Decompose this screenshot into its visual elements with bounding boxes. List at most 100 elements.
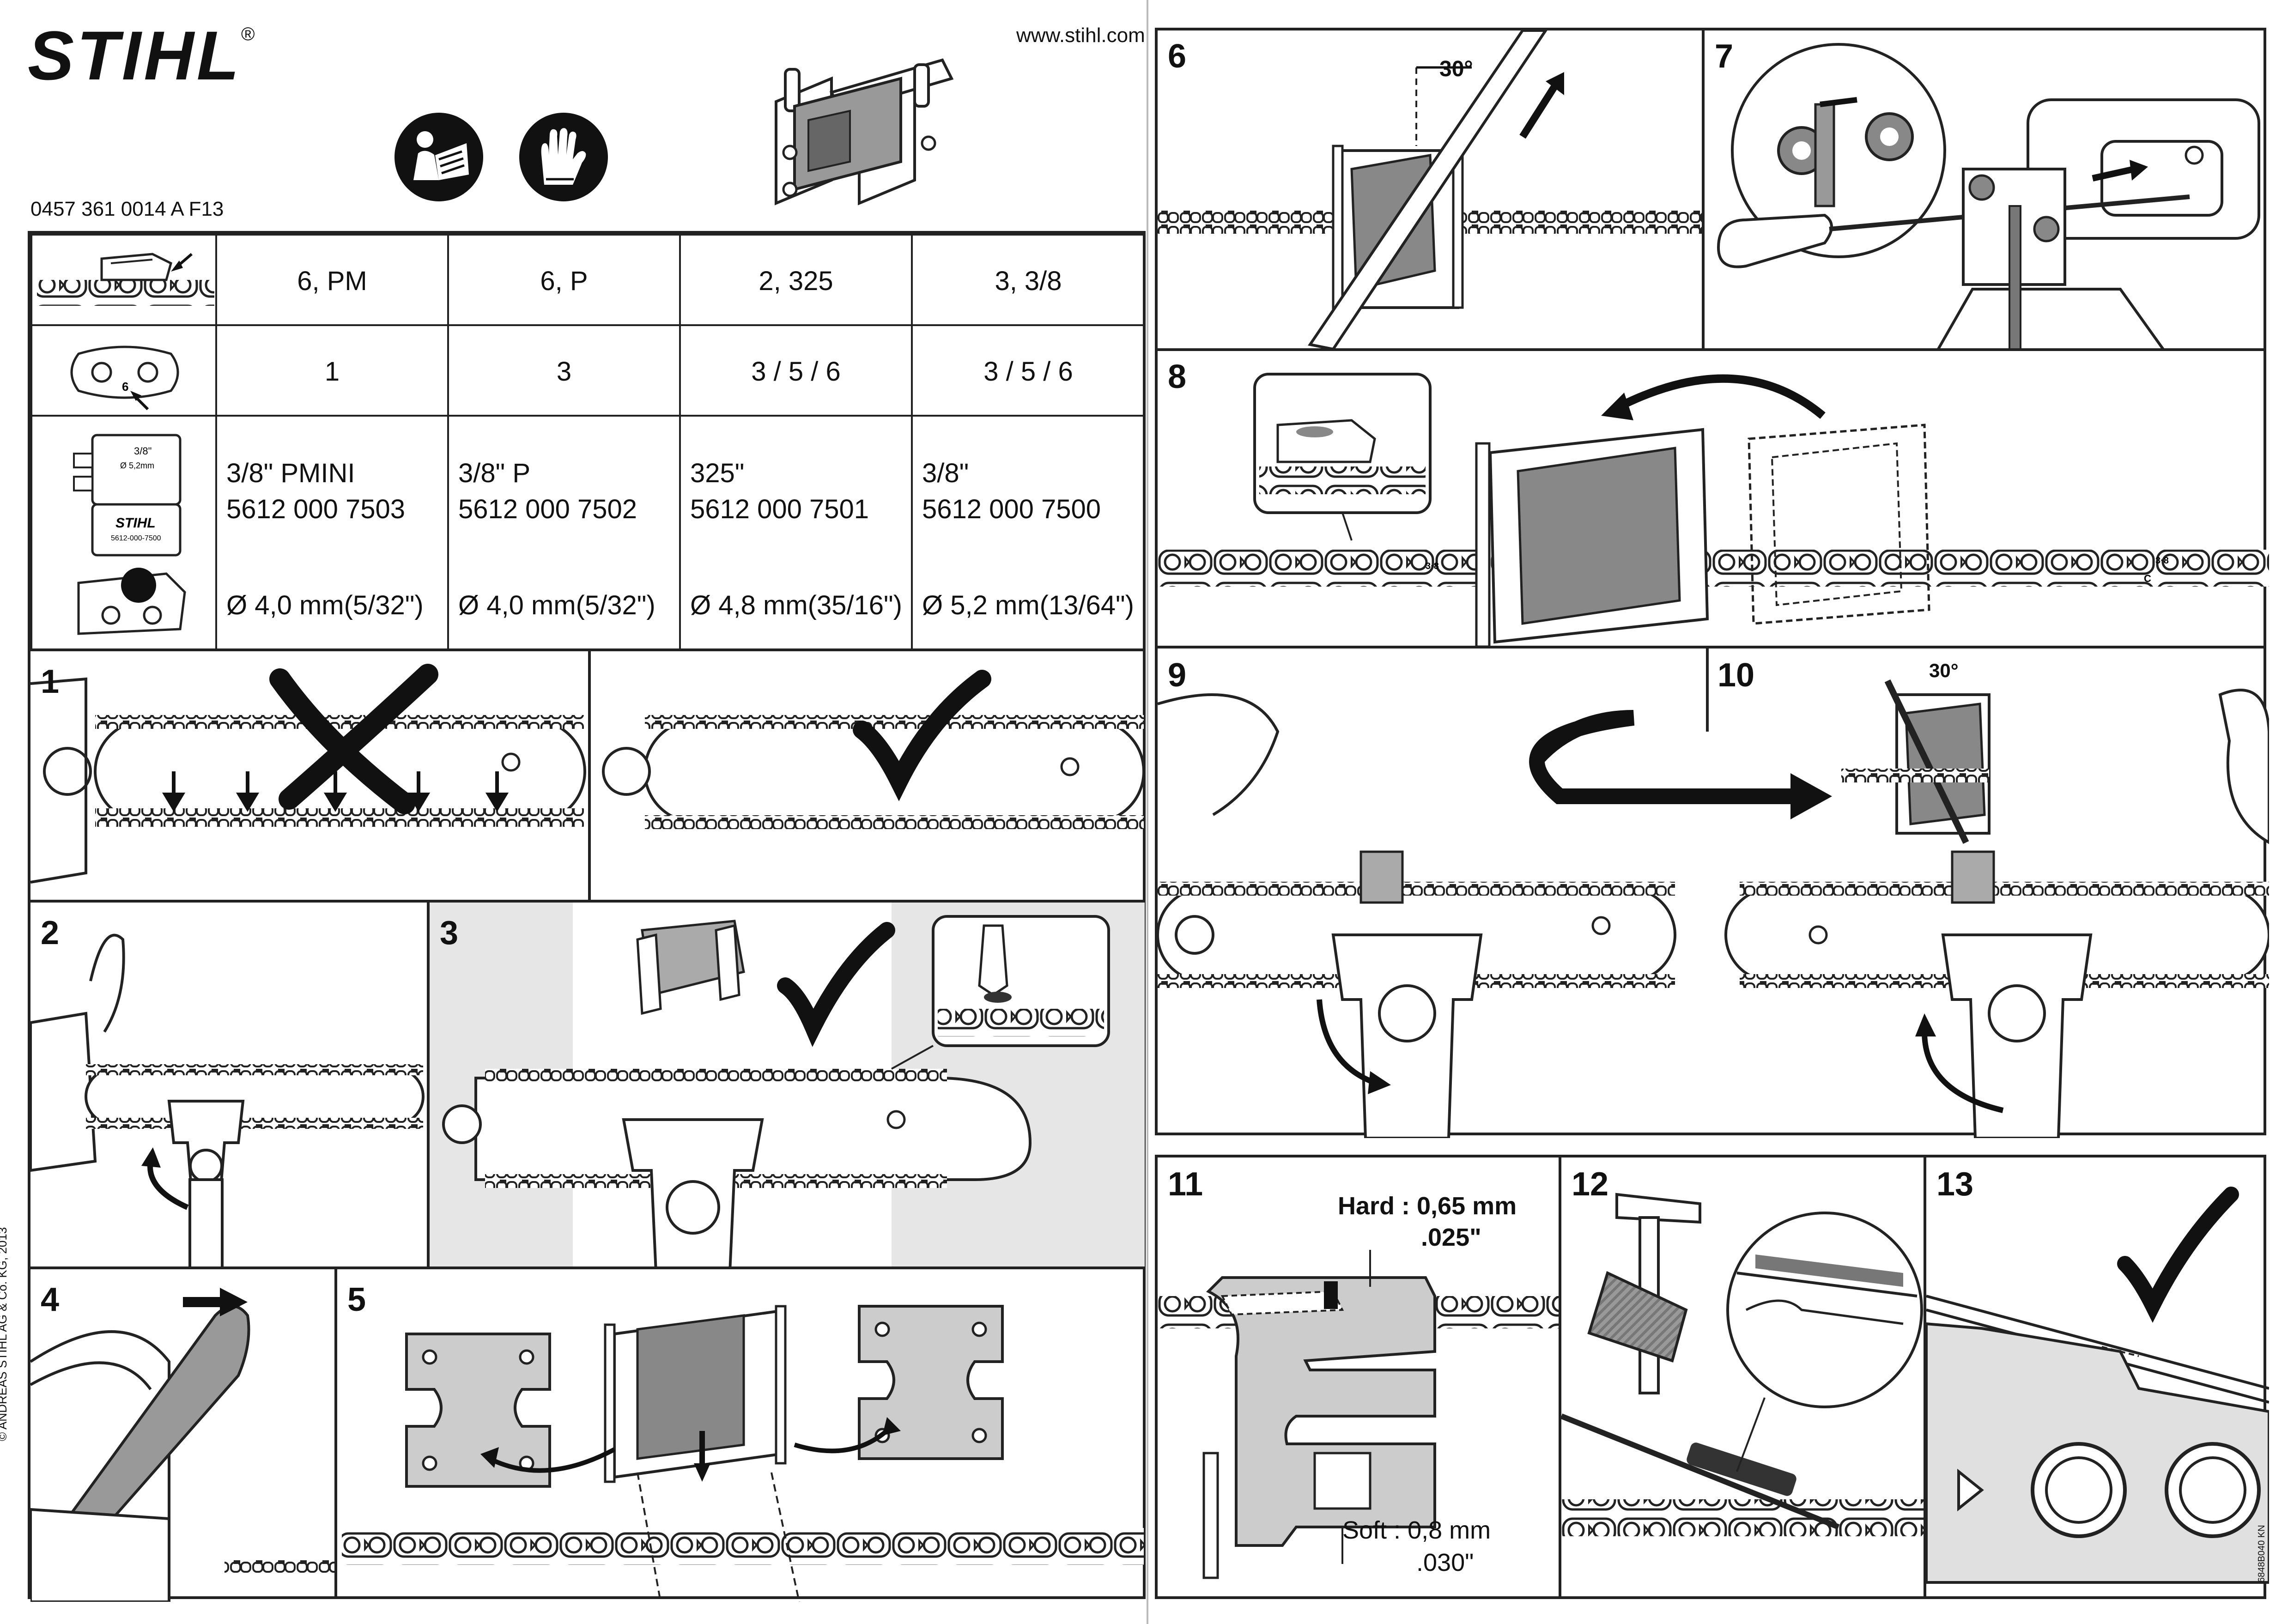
chain-mark-b: 3·8: [2155, 556, 2169, 566]
spec-file-3: Ø 5,2 mm(13/64"): [922, 590, 1134, 620]
detail-inset: [1731, 43, 1946, 258]
gauge-cell-3: 3 / 5 / 6: [911, 324, 1146, 417]
depth-gauge-tool: [1206, 1276, 1436, 1547]
copyright-text: © ANDREAS STIHL AG & Co. KG, 2013: [0, 1227, 9, 1441]
correct-check-icon: [853, 670, 991, 801]
registered-mark: ®: [241, 24, 255, 44]
move-direction-arrow: [1617, 374, 1826, 419]
step-2-number: 2: [41, 915, 60, 951]
step-6-number: 6: [1168, 38, 1187, 75]
read-manual-icon: [393, 111, 485, 203]
guide-plate-left: [405, 1333, 551, 1488]
brake-lever[interactable]: [66, 1305, 250, 1537]
pitch-icon-cell: [30, 234, 217, 326]
vise-right: [1941, 933, 2093, 1138]
step-11-number: 11: [1168, 1166, 1203, 1203]
spec-part-1: 5612 000 7502: [458, 494, 637, 524]
chain-mark-c: C: [2144, 573, 2151, 584]
tool-label-part: 5612-000-7500: [111, 534, 161, 542]
push-direction-arrow: [183, 1288, 248, 1316]
spec-cell-0: 3/8" PMINI 5612 000 7503 Ø 4,0 mm(5/32"): [215, 415, 449, 651]
step-2-panel: 2: [28, 900, 430, 1272]
step-5-panel: 5: [334, 1266, 1146, 1602]
file-direction-arrow: [1519, 84, 1558, 139]
gauge-icon: 6: [70, 345, 179, 411]
step-12-number: 12: [1572, 1166, 1609, 1203]
step-11-panel: 11 Hard : 0,65 mm .025" Soft : 0,8 mm .0…: [1155, 1155, 1564, 1599]
pitch-cell-1: 6, P: [447, 234, 681, 326]
spec-file-0: Ø 4,0 mm(5/32"): [226, 590, 424, 620]
spec-table: 6 3/8" Ø 5,2mm STIHL 5612-000-7500 6, PM…: [28, 231, 1146, 651]
spec-part-3: 5612 000 7500: [922, 494, 1101, 524]
correct-check-icon: [777, 922, 895, 1047]
bar-loose-chain: [30, 677, 586, 884]
spec-cell-1: 3/8" P 5612 000 7502 Ø 4,0 mm(5/32"): [447, 415, 681, 651]
sharpener-tool-small: [636, 920, 745, 1015]
slack-indicator-arrows: [162, 771, 509, 812]
step-12-panel: 12: [1559, 1155, 1929, 1599]
gauge-detail-inset: [1726, 1212, 1923, 1472]
step-7-panel: 7: [1702, 28, 2266, 354]
spec-part-0: 5612 000 7503: [226, 494, 406, 524]
tool-label-dia: Ø 5,2mm: [120, 461, 154, 470]
rotate-arrow-left: [1317, 999, 1376, 1085]
website-link[interactable]: www.stihl.com: [1016, 24, 1145, 47]
sharpener-flipped: [1841, 679, 1991, 844]
gauge-cell-0: 1: [215, 324, 449, 417]
step-8-number: 8: [1168, 358, 1187, 395]
pitch-cell-0: 6, PM: [215, 234, 449, 326]
tool-icon-cell: 3/8" Ø 5,2mm STIHL 5612-000-7500: [30, 415, 217, 651]
marker-detail-inset: [891, 915, 1110, 1070]
step-10-angle-label: 30°: [1929, 660, 1959, 681]
step-10-number: 10: [1717, 657, 1755, 694]
step-6-panel: 6 30°: [1155, 28, 1707, 351]
hard-setting-label: Hard : 0,65 mm: [1338, 1192, 1517, 1220]
flat-file-tool: [1561, 1193, 1840, 1530]
soft-setting-inch: .030": [1416, 1549, 1474, 1576]
tool-label-brand: STIHL: [115, 515, 156, 531]
step-4-number: 4: [41, 1281, 60, 1318]
spec-cell-3: 3/8" 5612 000 7500 Ø 5,2 mm(13/64"): [911, 415, 1146, 651]
step-9-number: 9: [1168, 657, 1187, 694]
step-13-panel: 13 6848B040 KN: [1924, 1155, 2269, 1599]
vise-clamp: [622, 1118, 764, 1272]
soft-setting-label: Soft : 0,8 mm: [1342, 1516, 1491, 1544]
step-6-angle-label: 30°: [1439, 57, 1473, 81]
swap-arrow-left: [488, 1447, 616, 1473]
flip-saw-arrow: [1529, 710, 1795, 804]
chain-mark-a: 3·8: [1426, 561, 1439, 571]
correct-check-icon: [2117, 1187, 2239, 1323]
spec-pitch-0: 3/8" PMINI: [226, 458, 355, 488]
gauge-icon-cell: 6: [30, 324, 217, 417]
spec-pitch-1: 3/8" P: [458, 458, 531, 488]
step-7-number: 7: [1715, 38, 1734, 75]
spec-part-2: 5612 000 7501: [690, 494, 869, 524]
spec-file-2: Ø 4,8 mm(35/16"): [690, 590, 902, 620]
logo-wordmark: STIHL: [28, 28, 242, 92]
step-3-panel: 3: [427, 900, 1146, 1272]
pull-direction-arrow: [2092, 166, 2135, 182]
wrong-cross-icon: [269, 664, 438, 814]
sharpener-tool-illustration: [748, 51, 961, 217]
gauge-mark: 6: [122, 380, 128, 394]
bar-with-chain: [85, 1064, 425, 1129]
spec-pitch-2: 325": [690, 458, 745, 488]
pitch-cell-2: 2, 325: [679, 234, 913, 326]
file-rod: [1307, 30, 1548, 351]
gauge-cell-2: 3 / 5 / 6: [679, 324, 913, 417]
stihl-logo: STIHL: [28, 17, 268, 94]
vise-left: [1331, 933, 1483, 1138]
sharpener-ghost-position: [1748, 424, 1930, 625]
step-13-number: 13: [1936, 1166, 1974, 1203]
clamp-direction-arrow: [147, 1161, 189, 1210]
fold-line: [1147, 0, 1148, 1624]
gauge-cell-1: 3: [447, 324, 681, 417]
spec-file-1: Ø 4,0 mm(5/32"): [458, 590, 655, 620]
step-5-number: 5: [347, 1281, 366, 1318]
vise-clamp: [167, 1100, 245, 1272]
spec-cell-2: 325" 5612 000 7501 Ø 4,8 mm(35/16"): [679, 415, 913, 651]
step-3-number: 3: [440, 915, 459, 951]
spec-pitch-3: 3/8": [922, 458, 969, 488]
filing-guide-icon: 3/8" Ø 5,2mm STIHL 5612-000-7500: [73, 434, 186, 635]
wear-gloves-icon: [517, 111, 610, 203]
